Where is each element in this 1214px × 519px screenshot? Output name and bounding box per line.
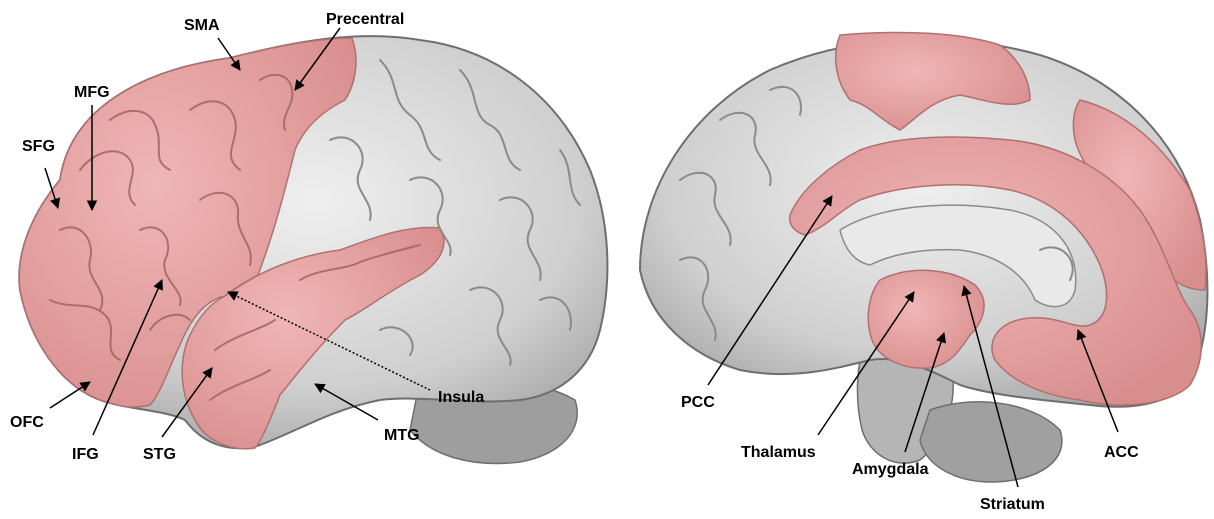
label-insula: Insula xyxy=(438,389,484,406)
ofc-arrow xyxy=(50,382,90,408)
medial-cerebellum xyxy=(920,402,1062,482)
label-sma: SMA xyxy=(184,17,220,34)
label-stg: STG xyxy=(143,446,176,463)
label-mtg: MTG xyxy=(384,427,420,444)
label-ofc: OFC xyxy=(10,414,44,431)
label-acc: ACC xyxy=(1104,444,1139,461)
medial-brain-view xyxy=(640,32,1207,482)
label-precentral: Precentral xyxy=(326,11,404,28)
label-striatum: Striatum xyxy=(980,496,1045,513)
label-mfg: MFG xyxy=(74,84,110,101)
label-ifg: IFG xyxy=(72,446,99,463)
label-pcc: PCC xyxy=(681,394,715,411)
label-thalamus: Thalamus xyxy=(741,444,816,461)
label-sfg: SFG xyxy=(22,138,55,155)
label-amygdala: Amygdala xyxy=(852,461,929,478)
